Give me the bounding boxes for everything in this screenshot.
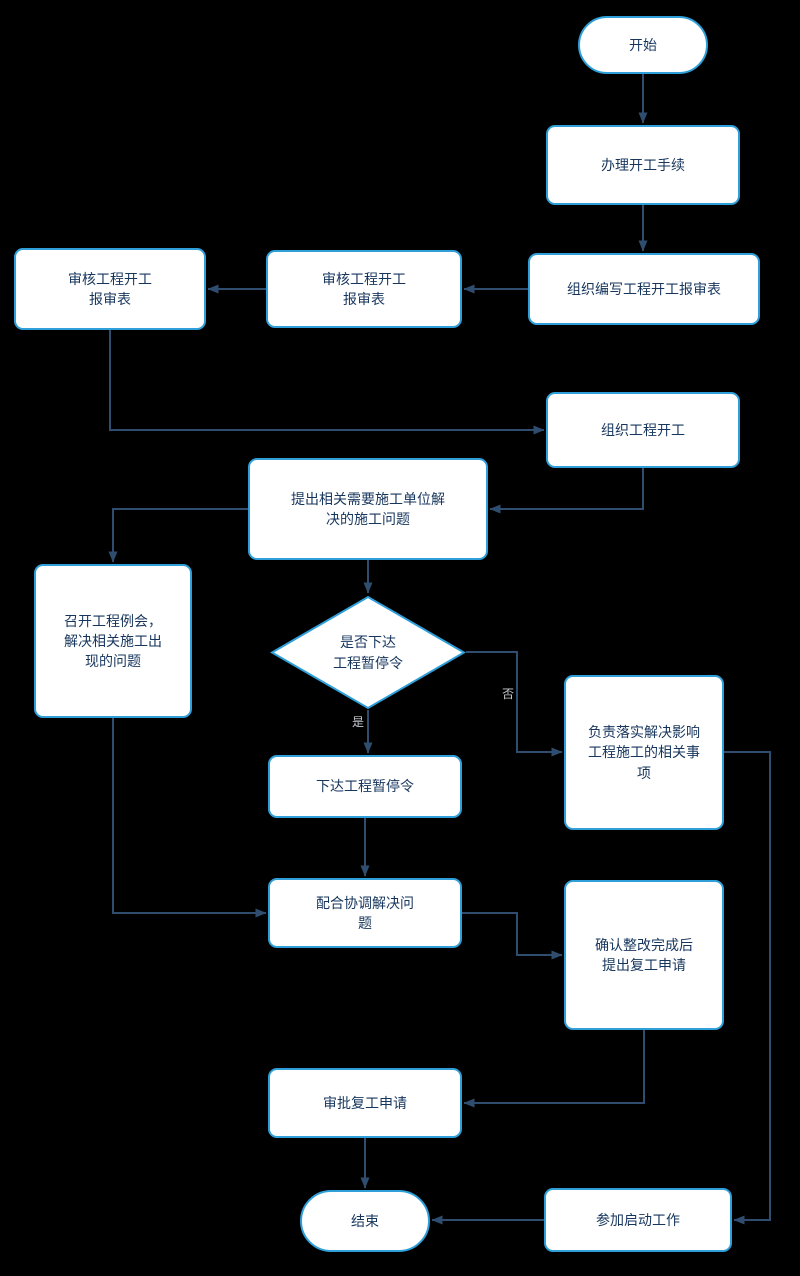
- decision-label: 是否下达 工程暂停令: [333, 634, 403, 671]
- edge-implement-solutions-to-join-startup: [724, 751, 771, 1225]
- node-approve-resumption: 审批复工申请: [268, 1068, 462, 1138]
- node-handle-start-procedures: 办理开工手续: [546, 125, 740, 205]
- edge-coordinate-solve-to-confirm-rectification: [462, 912, 563, 960]
- node-coordinate-solve: 配合协调解决问 题: [268, 878, 462, 948]
- node-implement-solutions: 负责落实解决影响 工程施工的相关事 项: [564, 675, 724, 830]
- edge-organize-commencement-to-raise-issues: [489, 468, 644, 514]
- edge-hold-meeting-to-coordinate-solve: [112, 718, 267, 918]
- node-organize-compile-report: 组织编写工程开工报审表: [528, 253, 760, 325]
- decision-suspend-order: 是否下达 工程暂停令: [270, 595, 466, 710]
- node-start: 开始: [578, 16, 708, 74]
- edge-label-no: 否: [502, 687, 515, 701]
- edge-decision-no-to-implement-solutions: [466, 651, 563, 757]
- diamond-shape: [270, 595, 466, 710]
- edge-raise-issues-to-hold-meeting: [108, 508, 248, 563]
- node-join-startup: 参加启动工作: [544, 1188, 732, 1252]
- node-end: 结束: [300, 1190, 430, 1252]
- node-hold-meeting: 召开工程例会， 解决相关施工出 现的问题: [34, 564, 192, 718]
- node-raise-issues: 提出相关需要施工单位解 决的施工问题: [248, 458, 488, 560]
- edge-label-yes: 是: [352, 715, 365, 729]
- node-issue-suspension: 下达工程暂停令: [268, 755, 462, 818]
- edge-confirm-rectification-to-approve-resumption: [463, 1030, 645, 1108]
- node-organize-commencement: 组织工程开工: [546, 392, 740, 468]
- node-confirm-rectification: 确认整改完成后 提出复工申请: [564, 880, 724, 1030]
- node-review-report-1: 审核工程开工 报审表: [266, 250, 462, 328]
- node-review-report-2: 审核工程开工 报审表: [14, 248, 206, 330]
- edge-review-2-to-organize-commencement: [109, 330, 545, 435]
